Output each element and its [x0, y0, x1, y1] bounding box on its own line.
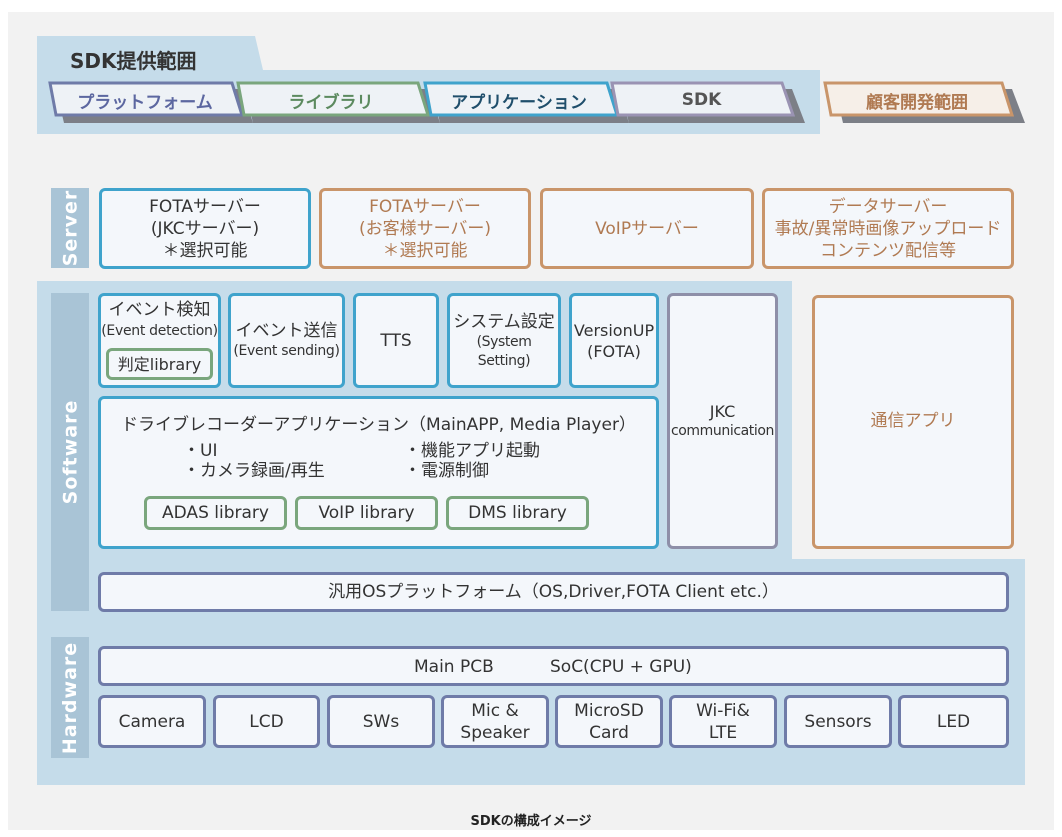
system-setting-title: システム設定: [453, 311, 555, 332]
line: (お客様サーバー): [358, 218, 492, 239]
line: データサーバー: [828, 196, 948, 217]
hw-card-label: Card: [589, 722, 629, 743]
bullet-ui: ・UI: [183, 441, 218, 461]
version-up-sub: (FOTA): [587, 341, 641, 361]
hw-led: LED: [898, 695, 1009, 748]
line: ＊選択可能: [162, 240, 248, 261]
hw-sws-label: SWs: [362, 711, 400, 732]
hw-microsd-label: MicroSD: [574, 700, 644, 721]
main-pcb-bar: [98, 646, 1009, 686]
line: FOTAサーバー: [369, 196, 481, 217]
tab-platform: プラットフォーム: [77, 92, 213, 113]
software-label: Software: [51, 293, 89, 611]
diagram-caption: SDKの構成イメージ: [470, 814, 592, 829]
bullet-camera: ・カメラ録画/再生: [183, 461, 325, 481]
tab-sdk: SDK: [681, 90, 722, 110]
hw-mic-label: Mic &: [471, 700, 519, 721]
hw-microsd: MicroSD Card: [555, 695, 663, 748]
line: VoIPサーバー: [595, 218, 699, 239]
event-detection-sub: (Event detection): [101, 323, 218, 339]
line: FOTAサーバー: [149, 196, 261, 217]
event-sending-box: イベント送信 (Event sending): [228, 293, 345, 388]
dms-library: DMS library: [446, 496, 589, 530]
bullet-power: ・電源制御: [404, 461, 489, 481]
hw-wifi-lte: Wi-Fi& LTE: [669, 695, 777, 748]
soc-label: SoC(CPU + GPU): [550, 657, 692, 677]
jkc-sub: communication: [670, 423, 775, 439]
line: (JKCサーバー): [150, 218, 260, 239]
adas-library: ADAS library: [144, 496, 287, 530]
line: 事故/異常時画像アップロード: [774, 218, 1002, 239]
hw-sws: SWs: [327, 695, 435, 748]
hw-camera: Camera: [98, 695, 206, 748]
system-setting-box: システム設定 (System Setting): [447, 293, 561, 388]
line: コンテンツ配信等: [820, 240, 956, 261]
judgement-library: 判定library: [106, 348, 213, 380]
hw-lcd: LCD: [213, 695, 320, 748]
server-label: Server: [51, 188, 89, 268]
event-sending-sub: (Event sending): [233, 343, 340, 359]
tab-application: アプリケーション: [451, 92, 587, 113]
hw-camera-label: Camera: [118, 711, 186, 732]
system-setting-sub: (System Setting): [476, 333, 532, 369]
comm-app-box: 通信アプリ: [812, 295, 1014, 549]
version-up-title: VersionUP: [573, 320, 655, 340]
jkc-communication-box: JKC communication: [667, 293, 778, 549]
server-voip: VoIPサーバー: [540, 188, 754, 269]
hw-sensors: Sensors: [784, 695, 892, 748]
main-pcb-label: Main PCB: [414, 657, 494, 677]
hw-led-label: LED: [936, 711, 971, 732]
server-data: データサーバー 事故/異常時画像アップロード コンテンツ配信等: [762, 188, 1014, 269]
bullet-function-app: ・機能アプリ起動: [404, 441, 540, 461]
tts-box: TTS: [353, 293, 439, 388]
tab-library: ライブラリ: [288, 92, 374, 113]
tab-customer-scope: 顧客開発範囲: [866, 92, 968, 113]
jkc-title: JKC: [709, 402, 736, 421]
hw-sensors-label: Sensors: [804, 711, 872, 732]
voip-library: VoIP library: [295, 496, 438, 530]
hardware-label: Hardware: [51, 637, 89, 758]
sdk-scope-title: SDK提供範囲: [70, 49, 197, 73]
hw-wifi-label: Wi-Fi&: [696, 700, 750, 721]
os-platform-bar: 汎用OSプラットフォーム（OS,Driver,FOTA Client etc.）: [98, 572, 1009, 612]
main-app-title: ドライブレコーダーアプリケーション（MainAPP, Media Player）: [121, 415, 636, 435]
line: ＊選択可能: [382, 240, 468, 261]
version-up-box: VersionUP (FOTA): [569, 293, 659, 388]
hw-speaker-label: Speaker: [460, 722, 530, 743]
server-fota-jkc: FOTAサーバー (JKCサーバー) ＊選択可能: [99, 188, 311, 269]
tab-shapes: [48, 81, 1015, 117]
hw-lte-label: LTE: [708, 722, 738, 743]
hw-mic-speaker: Mic & Speaker: [441, 695, 549, 748]
server-fota-customer: FOTAサーバー (お客様サーバー) ＊選択可能: [319, 188, 531, 269]
event-sending-title: イベント送信: [235, 321, 338, 341]
hw-lcd-label: LCD: [249, 711, 284, 732]
event-detection-title: イベント検知: [108, 300, 211, 320]
